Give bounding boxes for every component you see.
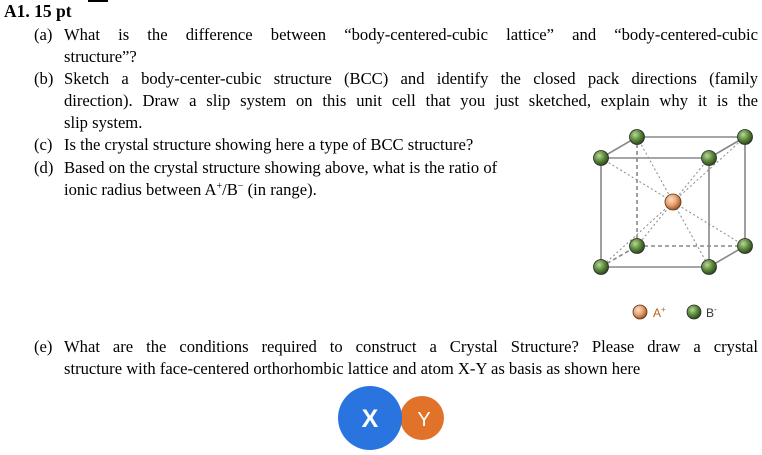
problem-heading: A1. 15 pt — [4, 1, 72, 21]
question-d-sup-b: − — [237, 181, 244, 192]
legend-label-a: A+ — [653, 305, 666, 320]
question-b-line-3: slip system. — [64, 113, 143, 132]
question-c-label: (c) — [34, 135, 53, 154]
diagonal-line — [636, 157, 710, 247]
question-a-label: (a) — [34, 25, 53, 44]
atom-y — [400, 396, 444, 440]
legend-atom-a-icon — [632, 304, 648, 320]
atom-y-label: Y — [417, 409, 430, 431]
question-a-line-2: structure”? — [64, 47, 137, 66]
question-e-line-1: What are the conditions required to cons… — [64, 337, 758, 356]
atom-b — [593, 150, 609, 166]
atom-legend: A+ B- — [632, 304, 717, 320]
question-c-line-1: Is the crystal structure showing here a … — [64, 135, 474, 154]
atom-b — [629, 238, 645, 254]
legend-label-b: B- — [706, 305, 717, 320]
question-d-label: (d) — [34, 158, 54, 177]
question-a-line-1: What is the difference between “body-cen… — [64, 25, 758, 44]
atom-b — [701, 150, 717, 166]
question-e-line-2: structure with face-centered orthorhombi… — [64, 359, 641, 378]
question-b-label: (b) — [34, 69, 54, 88]
diagonal-line — [600, 136, 746, 268]
corner-atoms-b — [593, 129, 753, 275]
question-b-line-2: direction). Draw a slip system on this u… — [64, 91, 758, 110]
question-d-sup-a: + — [216, 181, 223, 192]
center-atom-a — [664, 193, 682, 211]
unit-cell-edges — [600, 136, 746, 268]
question-d-line-2: ionic radius between A+/B− (in range). — [64, 179, 584, 201]
question-b-line-1: Sketch a body-center-cubic structure (BC… — [64, 69, 758, 88]
question-d-line-1: Based on the crystal structure showing a… — [64, 158, 498, 177]
atom-b — [737, 129, 753, 145]
atom-x-label: X — [362, 405, 379, 433]
atom-x — [338, 386, 402, 450]
body-diagonals — [600, 136, 746, 268]
question-d-text-b: /B — [222, 180, 238, 199]
xy-basis-figure: X Y — [338, 386, 444, 450]
atom-b — [629, 129, 645, 145]
question-d-text-a: ionic radius between A — [64, 180, 217, 199]
question-d-text-suffix: (in range). — [243, 180, 317, 199]
atom-b — [701, 259, 717, 275]
atom-b — [593, 259, 609, 275]
decorative-rule — [88, 0, 108, 2]
diagonal-line — [600, 157, 746, 247]
atom-b — [737, 238, 753, 254]
legend-atom-b-icon — [686, 304, 702, 320]
question-e-label: (e) — [34, 337, 53, 356]
